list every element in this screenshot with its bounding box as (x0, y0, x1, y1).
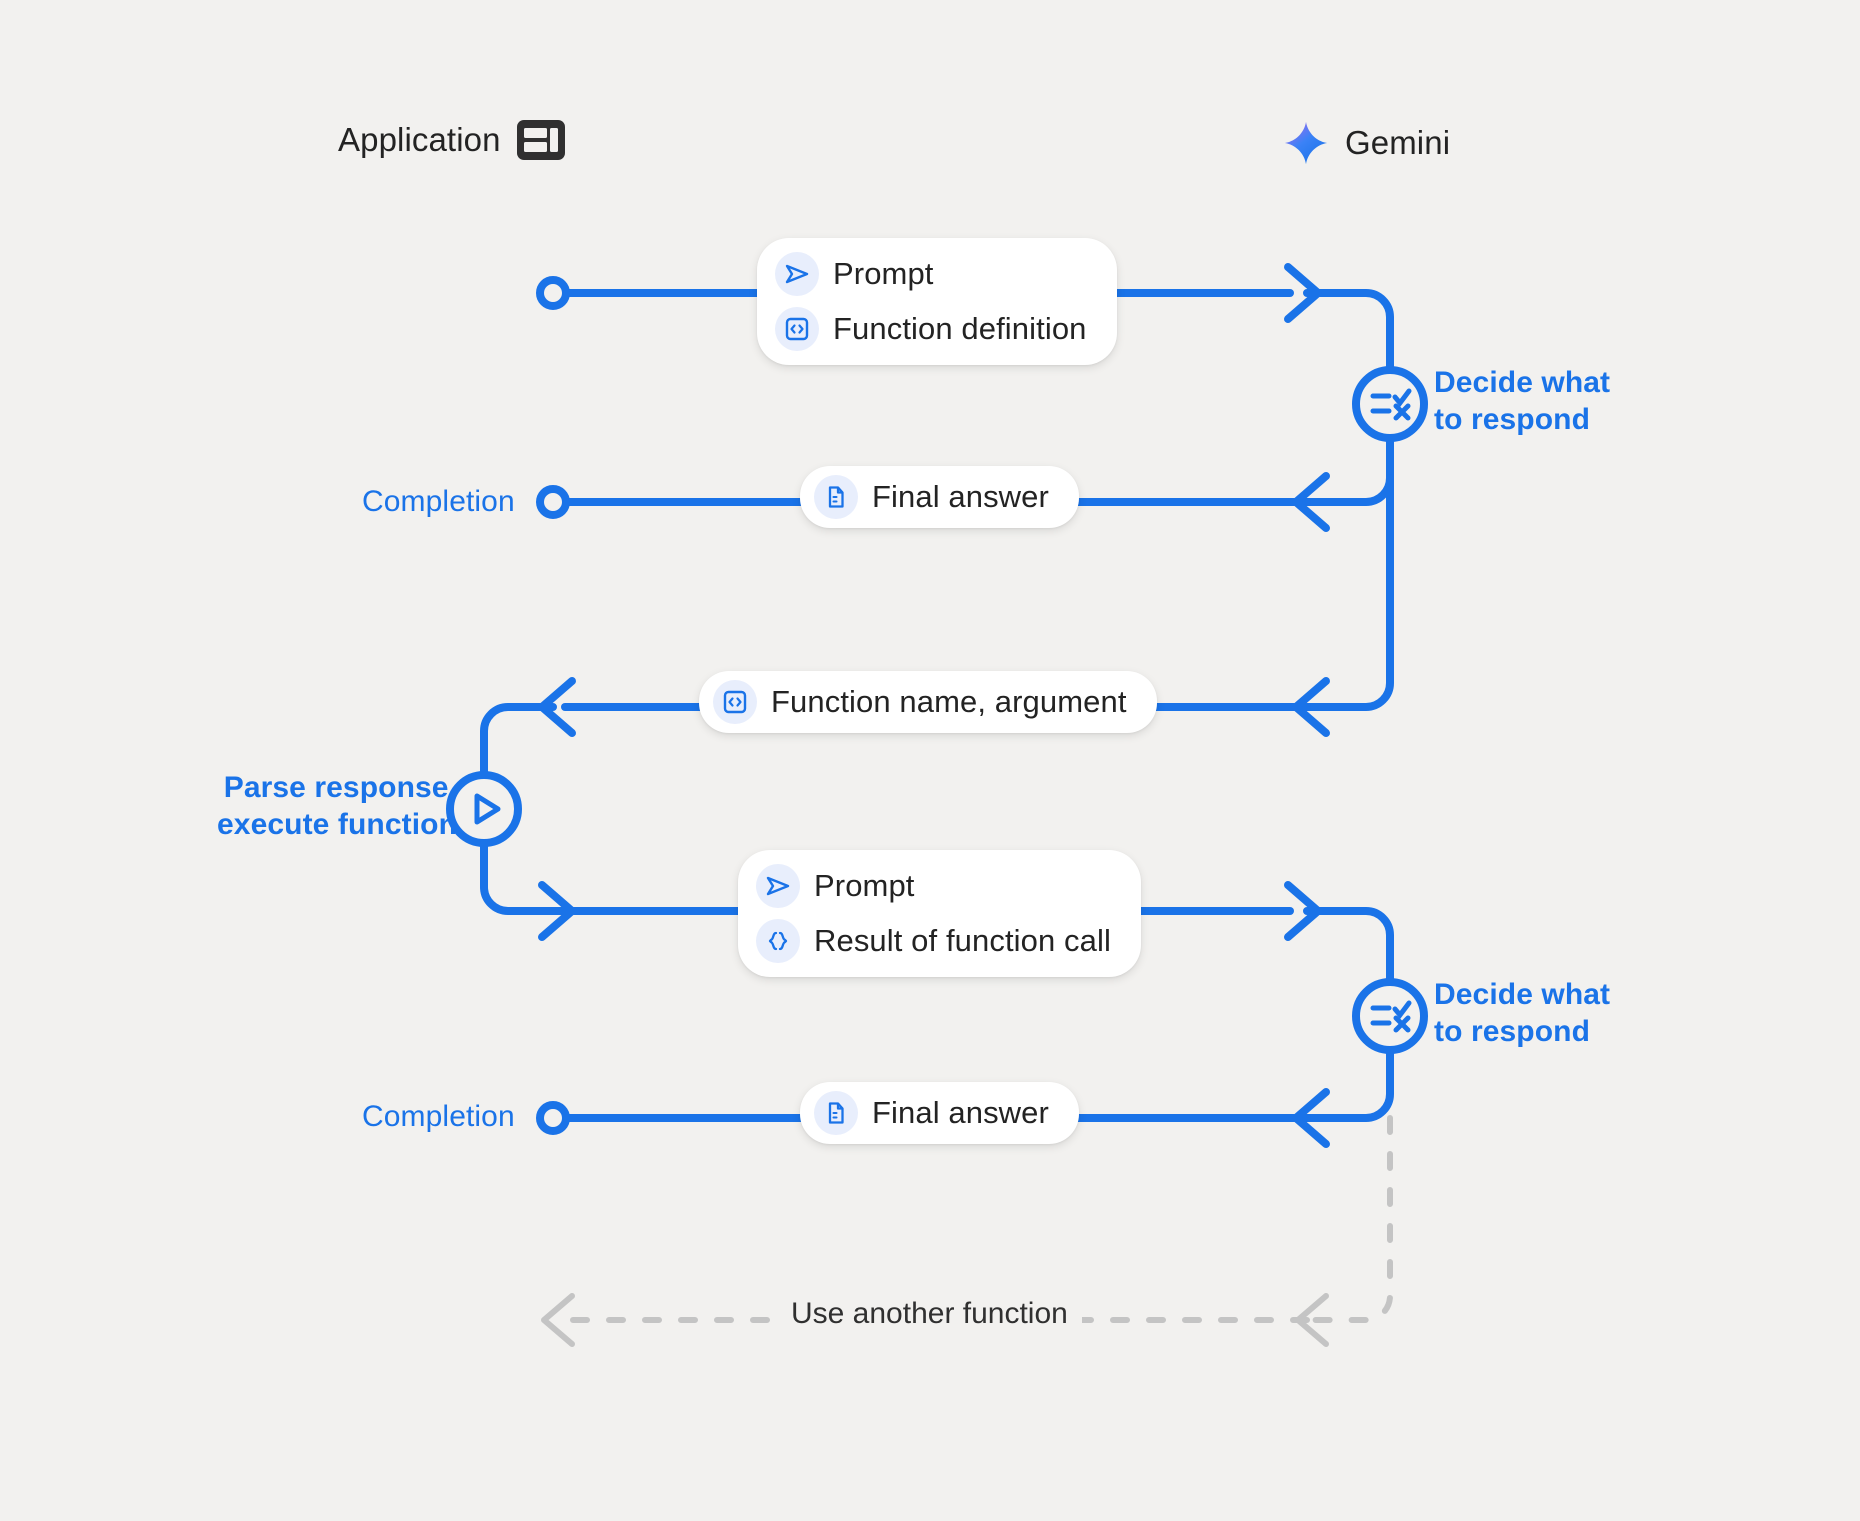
play-icon (474, 793, 501, 825)
bubble-row: Final answer (814, 475, 1049, 519)
label-parse-execute: Parse response, execute function (217, 771, 457, 841)
message-bubble-prompt-result-of-function-call[interactable]: Prompt Result of function call (738, 850, 1141, 977)
code-brackets-box-icon (775, 307, 819, 351)
checklist-decision-icon (1370, 1000, 1412, 1033)
wire-decision2-to-final (1303, 1046, 1394, 1122)
endpoint-marker-completion-2 (536, 1101, 570, 1135)
bubble-row: Prompt (756, 864, 1111, 908)
gemini-sparkle-icon (1283, 120, 1329, 166)
arrowhead-into-gemini-1 (1284, 263, 1322, 323)
wire-gemini-enter-1 (1303, 289, 1394, 374)
curly-braces-icon (756, 919, 800, 963)
bubble-row: Final answer (814, 1091, 1049, 1135)
message-bubble-final-answer-1[interactable]: Final answer (800, 466, 1079, 528)
wire-parse-out (480, 839, 557, 915)
arrowhead-final-answer-2 (1292, 1088, 1330, 1148)
wire-loop-dashed-right (1304, 1115, 1393, 1323)
arrowhead-out-of-app-2 (538, 881, 576, 941)
column-header-application: Application (338, 120, 565, 160)
arrowhead-final-answer-1 (1292, 472, 1330, 532)
bubble-row-label: Function name, argument (771, 684, 1127, 719)
label-completion-2: Completion (362, 1100, 515, 1133)
wire-parse-in (480, 703, 557, 779)
bubble-row-label: Final answer (872, 479, 1049, 514)
document-icon (814, 1091, 858, 1135)
code-brackets-box-icon (713, 680, 757, 724)
wire-decision1-trunk (1303, 434, 1394, 711)
label-decide-2: Decide what to respond (1434, 978, 1611, 1048)
send-icon (756, 864, 800, 908)
send-icon (775, 252, 819, 296)
bubble-row: Prompt (775, 252, 1087, 296)
label-completion-1: Completion (362, 485, 515, 518)
label-decide-1: Decide what to respond (1434, 366, 1611, 436)
wire-gemini-enter-2 (1303, 907, 1394, 986)
column-header-gemini: Gemini (1283, 120, 1450, 166)
document-icon (814, 475, 858, 519)
message-bubble-final-answer-2[interactable]: Final answer (800, 1082, 1079, 1144)
loop-label: Use another function (777, 1297, 1082, 1331)
arrowhead-loop-at-gemini (1295, 1293, 1329, 1347)
column-label-gemini: Gemini (1345, 124, 1451, 161)
endpoint-marker-completion-1 (536, 485, 570, 519)
bubble-row-label: Prompt (814, 868, 915, 903)
bubble-row-label: Final answer (872, 1095, 1049, 1130)
application-window-icon (516, 120, 565, 160)
bubble-row: Function name, argument (713, 680, 1127, 724)
endpoint-marker-prompt (536, 276, 570, 310)
bubble-row: Result of function call (756, 919, 1111, 963)
wire-decision1-branch-final (1303, 474, 1394, 506)
bubble-row-label: Result of function call (814, 923, 1111, 958)
bubble-row-label: Function definition (833, 311, 1087, 346)
message-bubble-prompt-function-definition[interactable]: Prompt Function definition (757, 238, 1117, 365)
checklist-decision-icon (1370, 388, 1412, 421)
message-bubble-function-name-argument[interactable]: Function name, argument (699, 671, 1157, 733)
arrowhead-into-gemini-2 (1284, 881, 1322, 941)
bubble-row: Function definition (775, 307, 1087, 351)
bubble-row-label: Prompt (833, 256, 934, 291)
arrowhead-loop-at-application (541, 1293, 575, 1347)
arrowhead-function-name-argument (1292, 677, 1330, 737)
column-label-application: Application (338, 121, 501, 158)
